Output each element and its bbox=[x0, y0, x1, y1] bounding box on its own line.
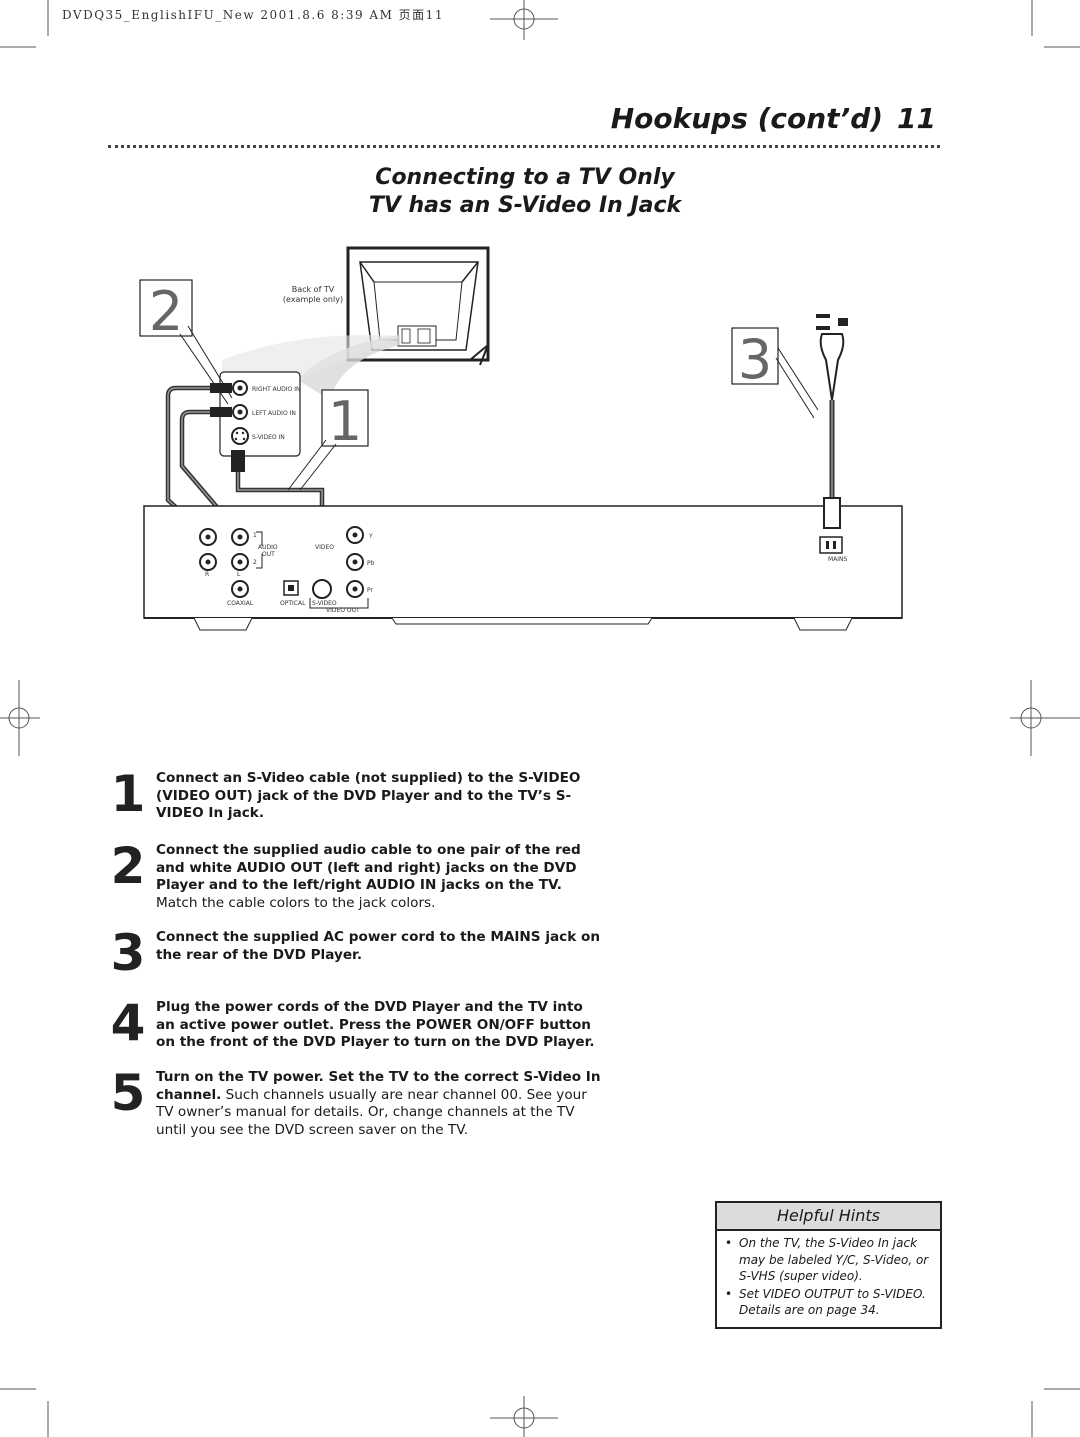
step-bold-text: Connect the supplied AC power cord to th… bbox=[156, 929, 601, 963]
bullet: • bbox=[725, 1236, 733, 1250]
tv-label-line1: Back of TV bbox=[292, 285, 335, 294]
player-label-1: 1 bbox=[253, 532, 257, 539]
callout-2: 2 bbox=[149, 280, 183, 343]
player-label-audio: AUDIO bbox=[258, 544, 278, 551]
player-label-out: OUT bbox=[262, 551, 275, 558]
player-label-l: L bbox=[237, 571, 241, 578]
player-label-mains: MAINS bbox=[828, 556, 848, 563]
player-label-video-out: VIDEO OUT bbox=[326, 607, 360, 614]
player-label-r: R bbox=[205, 571, 209, 578]
step-number: 5 bbox=[110, 1064, 146, 1122]
hookup-diagram: Back of TV (example only) RIGHT AUDIO IN… bbox=[139, 246, 903, 631]
power-plug-illustration bbox=[816, 314, 848, 401]
step-bold-text: Plug the power cords of the DVD Player a… bbox=[156, 999, 595, 1050]
page-number: 11 bbox=[897, 102, 936, 135]
step-number: 3 bbox=[110, 924, 146, 982]
tv-jack-right-audio: RIGHT AUDIO IN bbox=[252, 386, 300, 393]
subtitle-line-1: Connecting to a TV Only bbox=[375, 165, 675, 190]
player-label-pr: Pr bbox=[367, 587, 374, 594]
player-label-coaxial: COAXIAL bbox=[227, 600, 254, 607]
tv-label-line2: (example only) bbox=[283, 295, 343, 304]
tv-jack-svideo: S-VIDEO IN bbox=[252, 434, 285, 441]
step-text: Connect the supplied AC power cord to th… bbox=[156, 929, 606, 964]
subtitle-line-2: TV has an S-Video In Jack bbox=[368, 193, 682, 218]
hint-item: • Set VIDEO OUTPUT to S-VIDEO. Details ar… bbox=[723, 1286, 933, 1319]
step-bold-text: Connect an S-Video cable (not supplied) … bbox=[156, 770, 581, 821]
step-text: Connect the supplied audio cable to one … bbox=[156, 842, 606, 912]
player-label-y: Y bbox=[368, 533, 373, 540]
player-label-pb: Pb bbox=[367, 560, 375, 567]
hints-list: • On the TV, the S-Video In jack may be l… bbox=[723, 1235, 933, 1320]
step-text: Connect an S-Video cable (not supplied) … bbox=[156, 770, 606, 823]
step-text: Plug the power cords of the DVD Player a… bbox=[156, 999, 606, 1052]
callout-3: 3 bbox=[738, 328, 772, 391]
tv-illustration bbox=[346, 246, 490, 366]
player-label-2: 2 bbox=[253, 559, 257, 566]
dotted-rule bbox=[108, 145, 940, 148]
step-number: 4 bbox=[110, 994, 146, 1052]
step-number: 1 bbox=[110, 765, 146, 823]
player-label-optical: OPTICAL bbox=[280, 600, 306, 607]
step-normal-text: Such channels usually are near channel 0… bbox=[156, 1086, 587, 1138]
print-header: DVDQ35_EnglishIFU_New 2001.8.6 8:39 AM 页… bbox=[62, 8, 444, 22]
hint-text: Set VIDEO OUTPUT to S-VIDEO. Details are… bbox=[739, 1286, 926, 1318]
step-bold-text: Connect the supplied audio cable to one … bbox=[156, 842, 581, 893]
bullet: • bbox=[725, 1286, 733, 1301]
player-label-svideo: S-VIDEO bbox=[312, 600, 337, 607]
tv-jack-left-audio: LEFT AUDIO IN bbox=[252, 410, 296, 417]
step-text: Turn on the TV power. Set the TV to the … bbox=[156, 1069, 606, 1139]
page-title: Hookups (cont’d) 11 bbox=[611, 102, 936, 135]
step-bold-text: Turn on the TV power. Set the TV to the … bbox=[156, 1069, 601, 1103]
hint-text: On the TV, the S-Video In jack may be la… bbox=[739, 1236, 929, 1283]
player-label-video: VIDEO bbox=[315, 544, 334, 551]
hint-item: • On the TV, the S-Video In jack may be l… bbox=[723, 1235, 933, 1285]
helpful-hints-title: Helpful Hints bbox=[717, 1203, 940, 1231]
helpful-hints-box: Helpful Hints • On the TV, the S-Video In… bbox=[715, 1201, 942, 1329]
step-normal-text: Match the cable colors to the jack color… bbox=[156, 894, 436, 911]
callout-1: 1 bbox=[328, 390, 362, 453]
page-title-text: Hookups (cont’d) bbox=[610, 102, 884, 135]
dvd-rear-panel bbox=[143, 505, 903, 619]
step-number: 2 bbox=[110, 837, 146, 895]
